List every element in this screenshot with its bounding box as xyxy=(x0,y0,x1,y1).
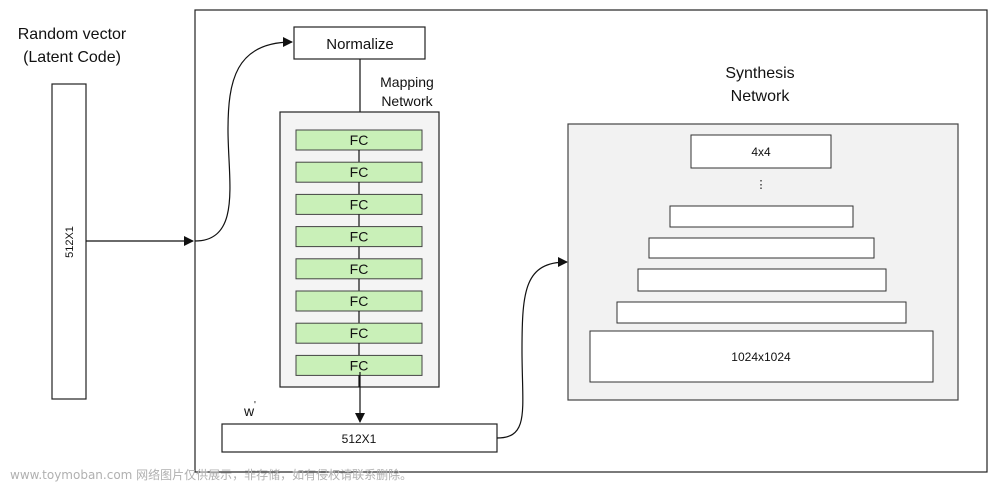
synthesis-block-1024x1024 xyxy=(589,330,934,383)
fc-layer-label: FC xyxy=(350,196,369,212)
w-vector-box xyxy=(221,423,498,453)
synthesis-block-1024x1024-label: 1024x1024 xyxy=(731,350,791,364)
synthesis-ellipsis: ⋮ xyxy=(756,179,767,191)
synthesis-block-4x4 xyxy=(690,134,832,169)
frame-to-normalize-arrow xyxy=(194,37,293,242)
synthesis-block-3 xyxy=(637,268,887,292)
w-to-synthesis-arrow xyxy=(496,257,568,439)
fc-layer-label: FC xyxy=(350,293,369,309)
synthesis-block-4 xyxy=(616,301,907,324)
fc-layer-label: FC xyxy=(350,164,369,180)
watermark-text: www.toymoban.com 网络图片仅供展示，非存储，如有侵权请联系删除。 xyxy=(10,468,413,482)
synthesis-block-2 xyxy=(648,237,875,259)
fc-layer-label: FC xyxy=(350,325,369,341)
latent-vector-label: 512X1 xyxy=(64,226,76,258)
input-title-line2: (Latent Code) xyxy=(23,49,121,66)
normalize-box xyxy=(293,26,426,60)
fc-layer-label: FC xyxy=(350,132,369,148)
synthesis-title-line2: Network xyxy=(731,88,791,105)
synthesis-block-4x4-label: 4x4 xyxy=(751,145,771,159)
mapping-title-line1: Mapping xyxy=(380,74,434,90)
latent-vector-box xyxy=(51,83,87,400)
normalize-label: Normalize xyxy=(326,36,394,53)
synthesis-title-line1: Synthesis xyxy=(725,65,794,82)
fc-layer-label: FC xyxy=(350,357,369,373)
fc-layer-label: FC xyxy=(350,261,369,277)
w-label-prime: ' xyxy=(254,400,256,411)
fc-layer-stack: FC FC FC FC FC FC FC FC xyxy=(295,129,423,387)
w-vector-label: 512X1 xyxy=(342,432,377,446)
fc-layer-label: FC xyxy=(350,229,369,245)
input-title-line1: Random vector xyxy=(18,26,127,43)
synthesis-block-1 xyxy=(669,205,854,228)
w-label: w xyxy=(243,403,255,419)
mapping-title-line2: Network xyxy=(381,93,433,109)
